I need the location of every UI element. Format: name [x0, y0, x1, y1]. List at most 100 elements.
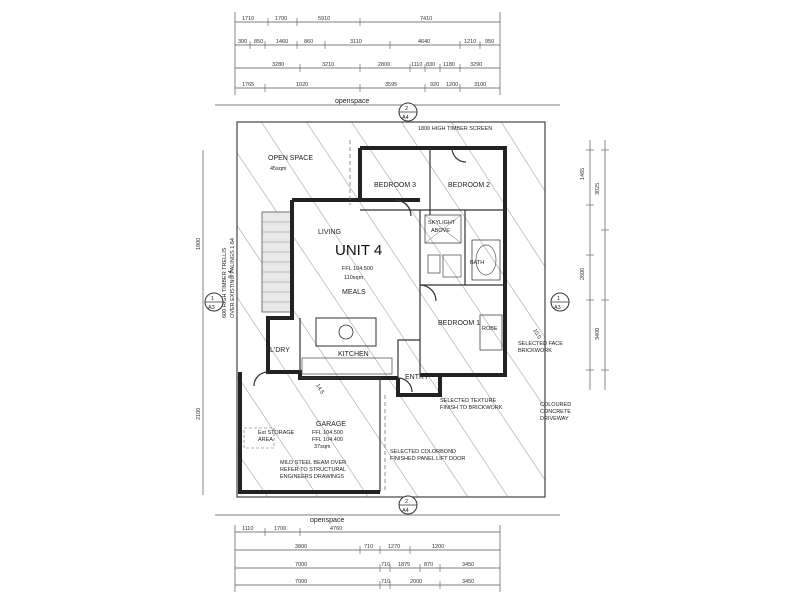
svg-text:2600: 2600	[580, 268, 586, 280]
colorbond-note-1: SELECTED COLORBOND	[390, 449, 456, 455]
top-dim-1-3: 5910	[318, 16, 330, 22]
openspace-bottom-label: openspace	[310, 517, 344, 524]
top-dim-3-5: 830	[426, 62, 435, 68]
top-dim-3-1: 3280	[272, 62, 284, 68]
mild-steel-note-3: ENGINEERS DRAWINGS	[280, 474, 344, 480]
svg-text:1800: 1800	[196, 238, 202, 250]
svg-text:7000: 7000	[295, 562, 307, 568]
coloured-note-2: CONCRETE	[540, 409, 571, 415]
selected-face-note-2: BRICKWORK	[518, 348, 552, 354]
top-dim-3-3: 2800	[378, 62, 390, 68]
section-marker-left: 1 A3	[204, 292, 224, 312]
drive-dim-2: 14.5	[314, 383, 325, 395]
svg-text:3800: 3800	[295, 544, 307, 550]
svg-text:OVER EXISTING PALINGS 1.64: OVER EXISTING PALINGS 1.64	[230, 238, 236, 318]
svg-text:3450: 3450	[462, 562, 474, 568]
left-offset-dim: 5.4	[228, 270, 234, 278]
svg-text:2000: 2000	[410, 579, 422, 585]
selected-texture-note-1: SELECTED TEXTURE	[440, 398, 496, 404]
colorbond-note-2: FINISHED PANEL LIFT DOOR	[390, 456, 465, 462]
garage-storage-2: AREA	[258, 437, 273, 443]
top-dim-2-2: 850	[254, 39, 263, 45]
top-dim-2-3: 1460	[276, 39, 288, 45]
entry-label: ENTRY	[405, 374, 429, 381]
garage-ffl-2: FFL 104.400	[312, 437, 343, 443]
laundry-label: L'DRY	[270, 347, 290, 354]
svg-text:710: 710	[381, 579, 390, 585]
right-dimension-strings: 1465 3025 2600 3400	[580, 140, 609, 390]
top-dim-4-5: 1200	[446, 82, 458, 88]
svg-text:1110: 1110	[242, 526, 253, 532]
living-label: LIVING	[318, 229, 341, 236]
section-marker-top: 2 A4	[398, 102, 418, 122]
svg-text:3400: 3400	[595, 328, 601, 340]
bedroom3-label: BEDROOM 3	[374, 182, 416, 189]
mild-steel-note-2: REFER TO STRUCTURAL	[280, 467, 346, 473]
garage-ffl-1: FFL 104.500	[312, 430, 343, 436]
site-hatching	[236, 121, 546, 498]
coloured-note-3: DRIVEWAY	[540, 416, 569, 422]
svg-text:1700: 1700	[274, 526, 286, 532]
svg-text:1: 1	[557, 296, 560, 302]
svg-text:2100: 2100	[196, 408, 202, 420]
robe-label: ROBE	[482, 326, 498, 332]
area-label: 110sqm	[344, 275, 364, 281]
svg-text:1465: 1465	[580, 168, 586, 180]
timber-screen-note: 1800 HIGH TIMBER SCREEN	[418, 126, 492, 132]
top-dim-2-4: 860	[304, 39, 313, 45]
garage-label: GARAGE	[316, 421, 346, 428]
section-marker-right: 1 A3	[550, 292, 570, 312]
mild-steel-note-1: MILD STEEL BEAM OVER	[280, 460, 346, 466]
top-dim-1-1: 1710	[242, 16, 254, 22]
top-dim-2-7: 1210	[464, 39, 476, 45]
top-dim-4-6: 3100	[474, 82, 486, 88]
bottom-dimension-strings: 1110 1700 4760 3800 710 1270 1200 7000 7…	[234, 525, 501, 592]
kitchen-label: KITCHEN	[338, 351, 369, 358]
svg-text:3025: 3025	[595, 183, 601, 195]
svg-text:A4: A4	[402, 115, 409, 121]
top-dim-3-4: 1110	[411, 62, 422, 68]
svg-text:1: 1	[211, 296, 214, 302]
selected-texture-note-2: FINISH TO BRICKWORK	[440, 405, 503, 411]
svg-text:7000: 7000	[295, 579, 307, 585]
svg-text:4760: 4760	[330, 526, 342, 532]
selected-face-note-1: SELECTED FACE	[518, 341, 563, 347]
svg-text:2: 2	[405, 499, 408, 505]
top-dim-1-2: 1700	[275, 16, 287, 22]
svg-text:710: 710	[381, 562, 390, 568]
svg-text:A3: A3	[208, 305, 215, 311]
garage-storage-1: Ext STORAGE	[258, 430, 295, 436]
coloured-note-1: COLOURED	[540, 402, 571, 408]
svg-text:600 HIGH TIMBER TRELLIS: 600 HIGH TIMBER TRELLIS	[222, 247, 228, 318]
drive-dim: 10.0	[531, 328, 542, 340]
ffl-label: FFL 104.500	[342, 266, 373, 272]
svg-text:1875: 1875	[398, 562, 410, 568]
garage	[238, 372, 381, 494]
open-space-label: OPEN SPACE	[268, 155, 313, 162]
unit-label: UNIT 4	[335, 242, 382, 259]
top-dim-2-5: 3110	[350, 39, 362, 45]
top-dim-2-6: 4640	[418, 39, 430, 45]
svg-text:A3: A3	[554, 305, 561, 311]
svg-text:2: 2	[405, 106, 408, 112]
open-space-area: 45sqm	[270, 166, 287, 172]
openspace-top-label: openspace	[335, 98, 369, 105]
section-marker-bottom: 2 A4	[398, 495, 418, 515]
bedroom2-label: BEDROOM 2	[448, 182, 490, 189]
svg-text:3450: 3450	[462, 579, 474, 585]
top-dim-3-7: 3290	[470, 62, 482, 68]
skylight-label-2: ABOVE	[431, 228, 450, 234]
meals-label: MEALS	[342, 289, 366, 296]
svg-text:870: 870	[424, 562, 433, 568]
trellis-note: 600 HIGH TIMBER TRELLIS OVER EXISTING PA…	[222, 238, 236, 318]
svg-text:A4: A4	[402, 508, 409, 514]
top-dim-3-2: 3210	[322, 62, 334, 68]
top-dimension-strings: 1710 1700 5910 7410 300 850 1460 860 311…	[234, 12, 501, 95]
garage-area: 37sqm	[314, 444, 331, 450]
top-dim-2-1: 300	[238, 39, 247, 45]
left-dimension-strings: 1800 2100	[196, 150, 204, 495]
top-dim-1-4: 7410	[420, 16, 432, 22]
top-dim-4-1: 1765	[242, 82, 254, 88]
top-dim-4-2: 1020	[296, 82, 308, 88]
